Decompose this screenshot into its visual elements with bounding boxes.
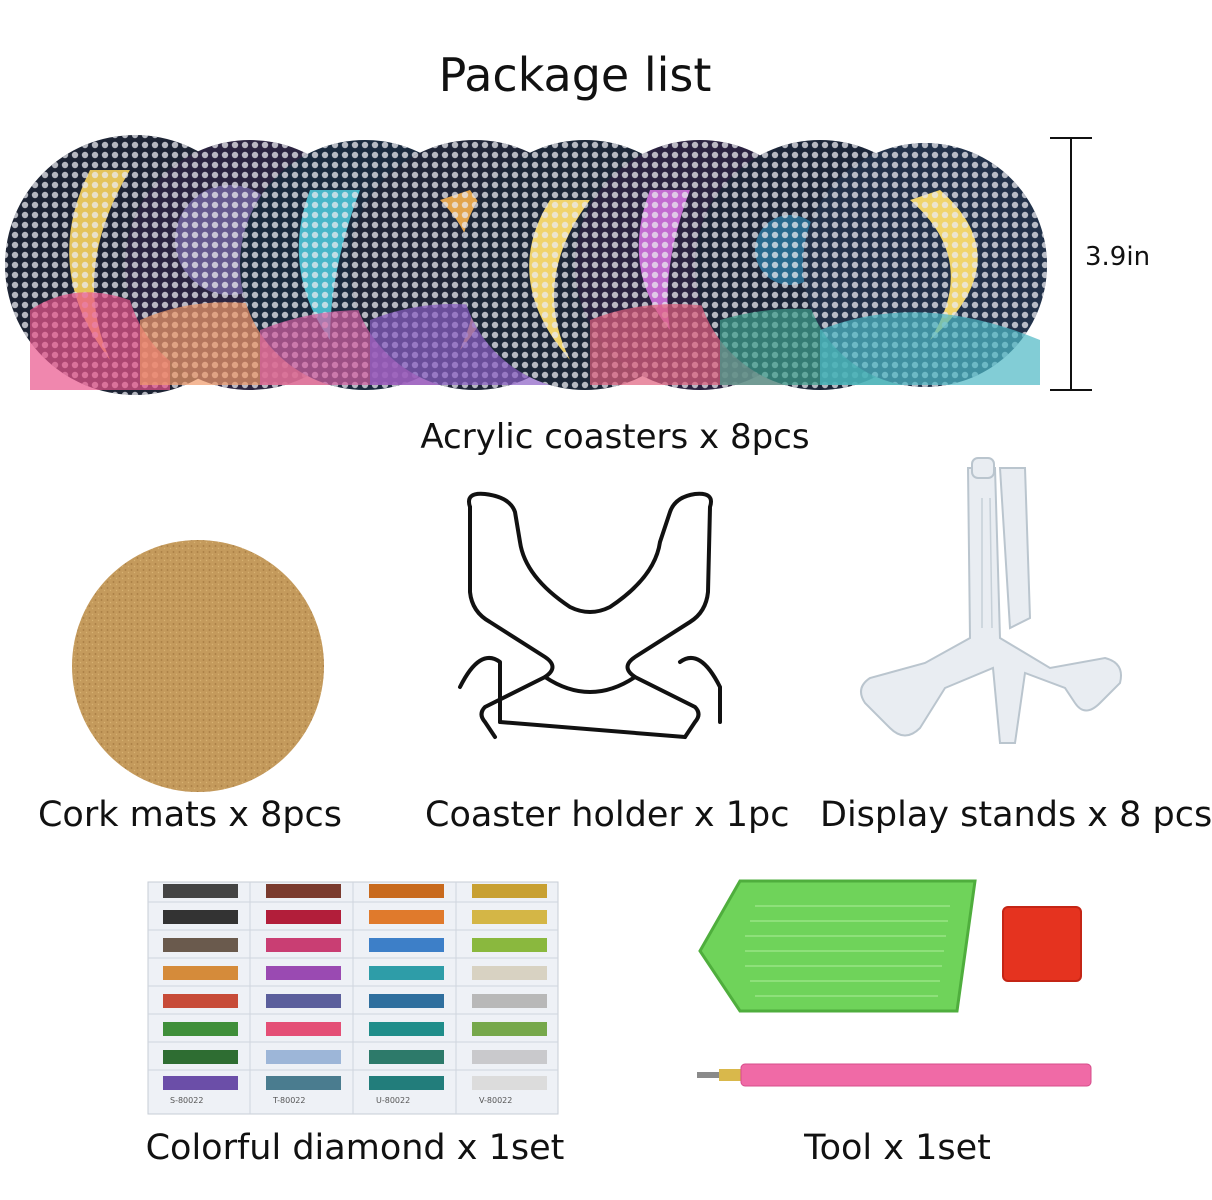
cork-mats-caption: Cork mats x 8pcs — [37, 795, 343, 835]
diamonds-caption: Colorful diamond x 1set — [145, 1128, 565, 1168]
coasters-image — [5, 130, 1050, 400]
display-stands-caption: Display stands x 8 pcs — [820, 795, 1212, 835]
coaster-8 — [803, 143, 1047, 387]
cork-mat-image — [70, 538, 326, 794]
dimension-marker — [1040, 135, 1100, 395]
dimension-label: 3.9in — [1085, 242, 1151, 272]
drill-pen-image — [697, 1060, 1093, 1090]
bag-label-3: U-80022 — [376, 1096, 411, 1105]
tray-image — [695, 876, 980, 1016]
diamond-bags-image: S-80022 T-80022 U-80022 V-80022 — [147, 881, 559, 1115]
bag-label-1: S-80022 — [170, 1096, 204, 1105]
coasters-caption: Acrylic coasters x 8pcs — [420, 417, 810, 457]
page-title: Package list — [438, 48, 712, 102]
display-stand-image — [850, 457, 1160, 758]
wax-pad-image — [1002, 906, 1082, 982]
coaster-holder-image — [440, 482, 740, 747]
coaster-holder-caption: Coaster holder x 1pc — [425, 795, 790, 835]
bag-label-4: V-80022 — [479, 1096, 513, 1105]
bag-label-2: T-80022 — [273, 1096, 306, 1105]
tools-caption: Tool x 1set — [804, 1128, 991, 1168]
